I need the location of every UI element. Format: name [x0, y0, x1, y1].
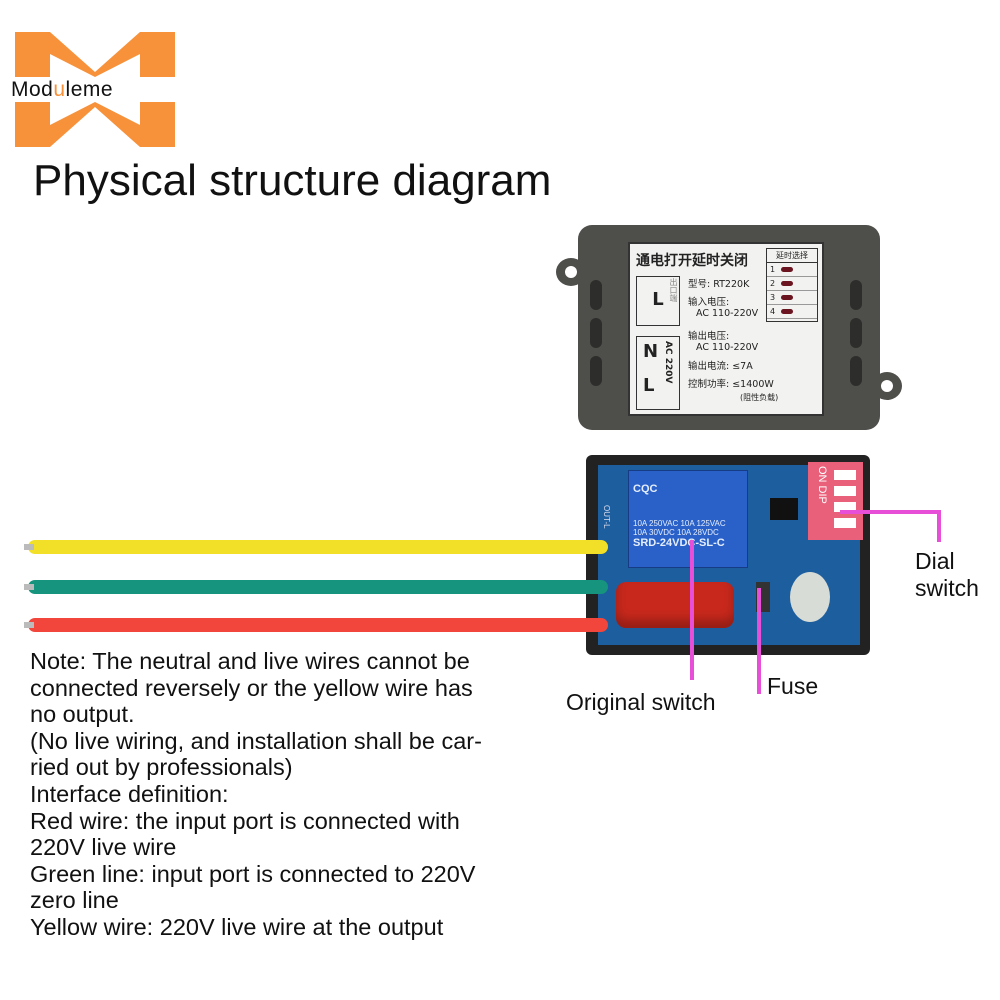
delay-select-table: 延时选择 1 2 3 4 — [766, 248, 818, 322]
switch-mark — [781, 295, 794, 300]
relay: CQC 10A 250VAC 10A 125VAC 10A 30VDC 10A … — [628, 470, 748, 568]
vent-slot — [590, 280, 602, 310]
note-line: Interface definition: — [30, 780, 229, 807]
switch-mark — [781, 309, 794, 314]
note-line: zero line — [30, 887, 119, 914]
dial-callout-line — [937, 510, 941, 542]
note-line: Yellow wire: 220V live wire at the outpu… — [30, 913, 444, 940]
terminal-n: N — [643, 341, 659, 362]
load-note: (阻性负载) — [740, 393, 779, 402]
original-switch-callout: Original switch — [566, 689, 716, 715]
electrolytic-capacitor — [790, 572, 830, 622]
label-heading: 通电打开延时关闭 — [636, 253, 748, 269]
vent-slot — [850, 356, 862, 386]
delay-row: 3 — [767, 291, 817, 305]
row-num: 2 — [770, 279, 776, 288]
vent-slot — [590, 318, 602, 348]
logo-wordmark: Moduleme — [9, 78, 116, 102]
input-terminals: N L AC 220V — [636, 336, 680, 410]
output-voltage: AC 110-220V — [696, 342, 759, 353]
ic-chip — [770, 498, 798, 520]
model: 型号: RT220K — [688, 279, 750, 290]
red-wire — [24, 618, 608, 632]
row-num: 3 — [770, 293, 776, 302]
fuse-capacitor — [616, 582, 734, 628]
control-power: 控制功率: ≤1400W — [688, 379, 774, 390]
relay-rating: 10A 250VAC 10A 125VAC — [633, 519, 726, 528]
note-line: ried out by professionals) — [30, 754, 293, 781]
vent-slot — [850, 280, 862, 310]
delay-row: 4 — [767, 305, 817, 319]
page-title: Physical structure diagram — [33, 156, 552, 205]
row-num: 4 — [770, 307, 776, 316]
output-current: 输出电流: ≤7A — [688, 361, 753, 372]
terminal-l: L — [643, 375, 655, 396]
vent-slot — [590, 356, 602, 386]
dip-toggle-4[interactable] — [834, 518, 856, 528]
note-line: no output. — [30, 701, 135, 728]
input-label: AC 220V — [663, 341, 673, 384]
fuse-callout: Fuse — [767, 673, 819, 699]
note-line: Note: The neutral and live wires cannot … — [30, 648, 470, 674]
dip-toggle-2[interactable] — [834, 486, 856, 496]
note-line: Red wire: the input port is connected wi… — [30, 807, 460, 834]
note-line: 220V live wire — [30, 834, 177, 861]
output-port-label: 出口端 — [669, 278, 678, 302]
dip-toggle-1[interactable] — [834, 470, 856, 480]
note-line: connected reversely or the yellow wire h… — [30, 674, 473, 701]
relay-model: SRD-24VDC-SL-C — [633, 537, 725, 549]
input-voltage-label: 输入电压: — [688, 297, 730, 308]
delay-row: 2 — [767, 277, 817, 291]
delay-select-title: 延时选择 — [767, 249, 817, 263]
delay-row: 1 — [767, 263, 817, 277]
module-spec-label: 通电打开延时关闭 L 出口端 N L AC 220V 型号: RT220K 输入… — [628, 242, 824, 416]
relay-rating: 10A 30VDC 10A 28VDC — [633, 528, 719, 537]
relay-cert: CQC — [633, 483, 658, 495]
green-wire — [24, 580, 608, 594]
row-num: 1 — [770, 265, 776, 274]
input-voltage: AC 110-220V — [696, 308, 759, 319]
vent-slot — [850, 318, 862, 348]
dial-switch[interactable]: ON DIP — [808, 462, 863, 540]
fuse-callout-line — [757, 588, 761, 694]
out-label: OUT-L — [602, 505, 611, 529]
note-line: Green line: input port is connected to 2… — [30, 860, 476, 887]
dial-callout-line — [840, 510, 940, 514]
original-switch-callout-line — [690, 540, 694, 680]
installation-note: Note: The neutral and live wires cannot … — [30, 648, 570, 941]
yellow-wire — [24, 540, 608, 554]
moduleme-logo — [15, 32, 175, 147]
dip-toggle-3[interactable] — [834, 502, 856, 512]
output-voltage-label: 输出电压: — [688, 331, 730, 342]
switch-mark — [781, 267, 794, 272]
note-line: (No live wiring, and installation shall … — [30, 727, 482, 754]
switch-mark — [781, 281, 794, 286]
output-terminal: L — [636, 276, 680, 326]
dip-label: ON DIP — [816, 466, 828, 504]
